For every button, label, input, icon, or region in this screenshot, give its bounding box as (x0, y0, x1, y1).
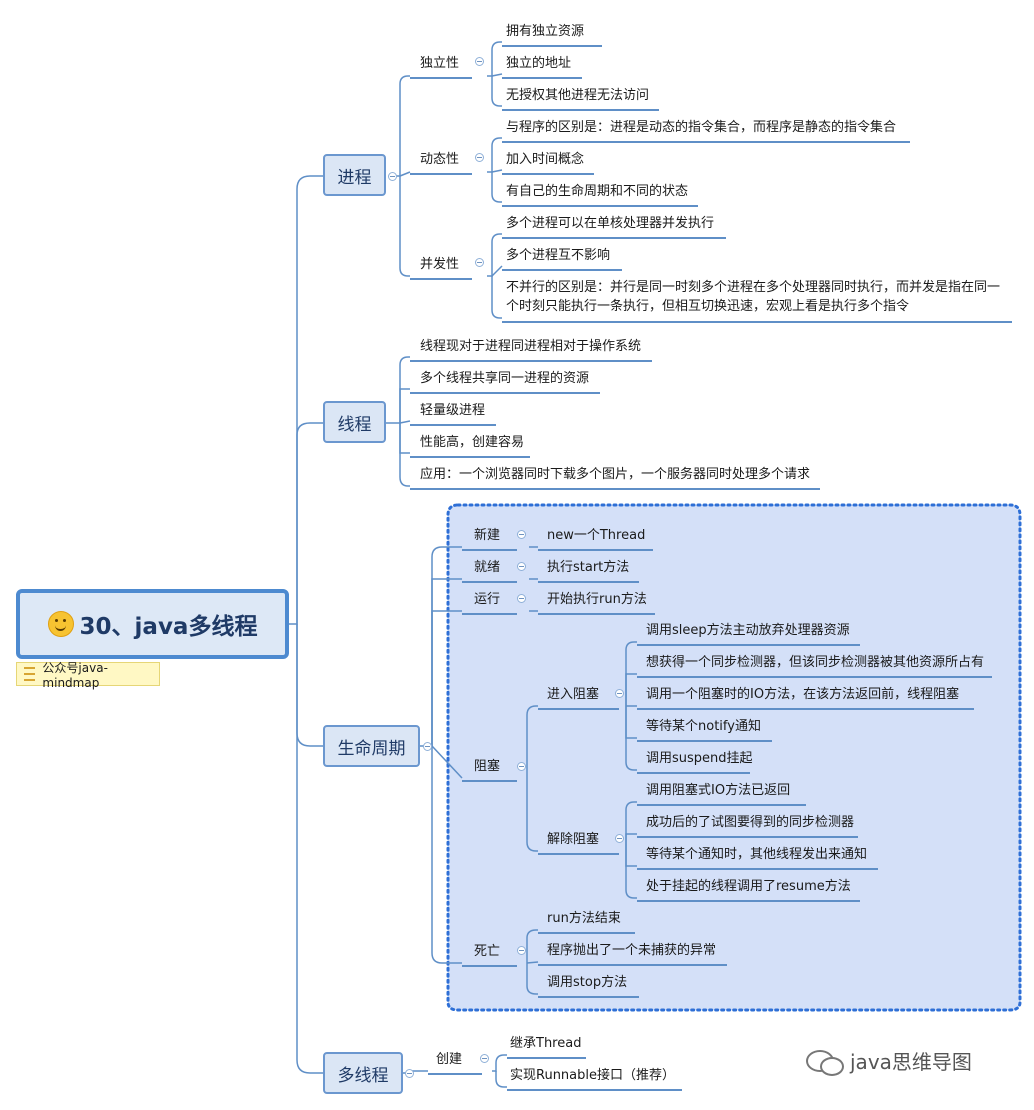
watermark-text: java思维导图 (850, 1050, 972, 1074)
leaf-item[interactable]: 拥有独立资源 (502, 24, 602, 47)
leaf-item[interactable]: 多个进程互不影响 (502, 248, 622, 271)
collapse-icon[interactable] (405, 1069, 414, 1078)
note-text: 公众号java-mindmap (42, 660, 108, 690)
wechat-icon (806, 1048, 844, 1076)
leaf-item[interactable]: 调用suspend挂起 (637, 751, 753, 774)
lifecycle-boundary-cloud (446, 503, 1022, 1012)
state-dead[interactable]: 死亡 (462, 944, 517, 967)
subtopic-release-blocked[interactable]: 解除阻塞 (538, 832, 619, 855)
leaf-item[interactable]: 等待某个notify通知 (637, 719, 772, 742)
leaf-item[interactable]: new一个Thread (538, 528, 653, 551)
collapse-icon[interactable] (517, 562, 526, 571)
state-running[interactable]: 运行 (462, 592, 517, 615)
root-title: 30、java多线程 (79, 614, 258, 640)
leaf-item[interactable]: 继承Thread (507, 1036, 586, 1059)
collapse-icon[interactable] (388, 172, 397, 181)
leaf-item[interactable]: 调用stop方法 (538, 975, 639, 998)
leaf-item[interactable]: 处于挂起的线程调用了resume方法 (637, 879, 860, 902)
topic-thread[interactable]: 线程 (323, 401, 386, 443)
leaf-item[interactable]: run方法结束 (538, 911, 635, 934)
leaf-item[interactable]: 实现Runnable接口（推荐） (507, 1068, 682, 1091)
leaf-item[interactable]: 执行start方法 (538, 560, 639, 583)
state-new[interactable]: 新建 (462, 528, 517, 551)
leaf-item[interactable]: 调用阻塞式IO方法已返回 (637, 783, 806, 806)
leaf-item[interactable]: 轻量级进程 (410, 403, 496, 426)
leaf-item[interactable]: 多个进程可以在单核处理器并发执行 (502, 216, 726, 239)
leaf-item[interactable]: 调用sleep方法主动放弃处理器资源 (637, 623, 860, 646)
topic-process[interactable]: 进程 (323, 154, 386, 196)
leaf-item[interactable]: 程序抛出了一个未捕获的异常 (538, 943, 727, 966)
watermark: java思维导图 (806, 1046, 972, 1076)
subtopic-create[interactable]: 创建 (428, 1052, 482, 1075)
leaf-item[interactable]: 开始执行run方法 (538, 592, 655, 615)
state-blocked[interactable]: 阻塞 (462, 759, 517, 782)
subtopic-concurrency[interactable]: 并发性 (410, 257, 472, 280)
leaf-item[interactable]: 有自己的生命周期和不同的状态 (502, 184, 698, 207)
leaf-item[interactable]: 多个线程共享同一进程的资源 (410, 371, 600, 394)
leaf-item[interactable]: 等待某个通知时，其他线程发出来通知 (637, 847, 878, 870)
collapse-icon[interactable] (615, 689, 624, 698)
subtopic-enter-blocked[interactable]: 进入阻塞 (538, 687, 619, 710)
state-ready[interactable]: 就绪 (462, 560, 517, 583)
leaf-item[interactable]: 想获得一个同步检测器，但该同步检测器被其他资源所占有 (637, 655, 992, 678)
collapse-icon[interactable] (475, 153, 484, 162)
topic-lifecycle[interactable]: 生命周期 (323, 725, 420, 767)
leaf-item[interactable]: 成功后的了试图要得到的同步检测器 (637, 815, 858, 838)
leaf-item[interactable]: 独立的地址 (502, 56, 582, 79)
leaf-item[interactable]: 与程序的区别是：进程是动态的指令集合，而程序是静态的指令集合 (502, 120, 910, 143)
note-icon (24, 667, 36, 681)
leaf-item[interactable]: 性能高，创建容易 (410, 435, 530, 458)
leaf-item[interactable]: 加入时间概念 (502, 152, 594, 175)
leaf-item[interactable]: 线程现对于进程同进程相对于操作系统 (410, 339, 652, 362)
collapse-icon[interactable] (517, 762, 526, 771)
note-label[interactable]: 公众号java-mindmap (16, 661, 160, 690)
collapse-icon[interactable] (517, 946, 526, 955)
collapse-icon[interactable] (517, 594, 526, 603)
leaf-item[interactable]: 调用一个阻塞时的IO方法，在该方法返回前，线程阻塞 (637, 687, 974, 710)
leaf-item[interactable]: 无授权其他进程无法访问 (502, 88, 659, 111)
collapse-icon[interactable] (475, 258, 484, 267)
smiley-face-icon (47, 611, 74, 637)
collapse-icon[interactable] (480, 1054, 489, 1063)
collapse-icon[interactable] (517, 530, 526, 539)
subtopic-independence[interactable]: 独立性 (410, 56, 472, 79)
leaf-item[interactable]: 不并行的区别是：并行是同一时刻多个进程在多个处理器同时执行，而并发是指在同一个时… (502, 278, 1012, 323)
subtopic-dynamic[interactable]: 动态性 (410, 152, 472, 175)
leaf-item[interactable]: 应用：一个浏览器同时下载多个图片，一个服务器同时处理多个请求 (410, 467, 820, 490)
collapse-icon[interactable] (615, 834, 624, 843)
collapse-icon[interactable] (475, 57, 484, 66)
root-topic[interactable]: 30、java多线程 (16, 589, 289, 659)
collapse-icon[interactable] (423, 742, 432, 751)
topic-multithread[interactable]: 多线程 (323, 1052, 403, 1094)
